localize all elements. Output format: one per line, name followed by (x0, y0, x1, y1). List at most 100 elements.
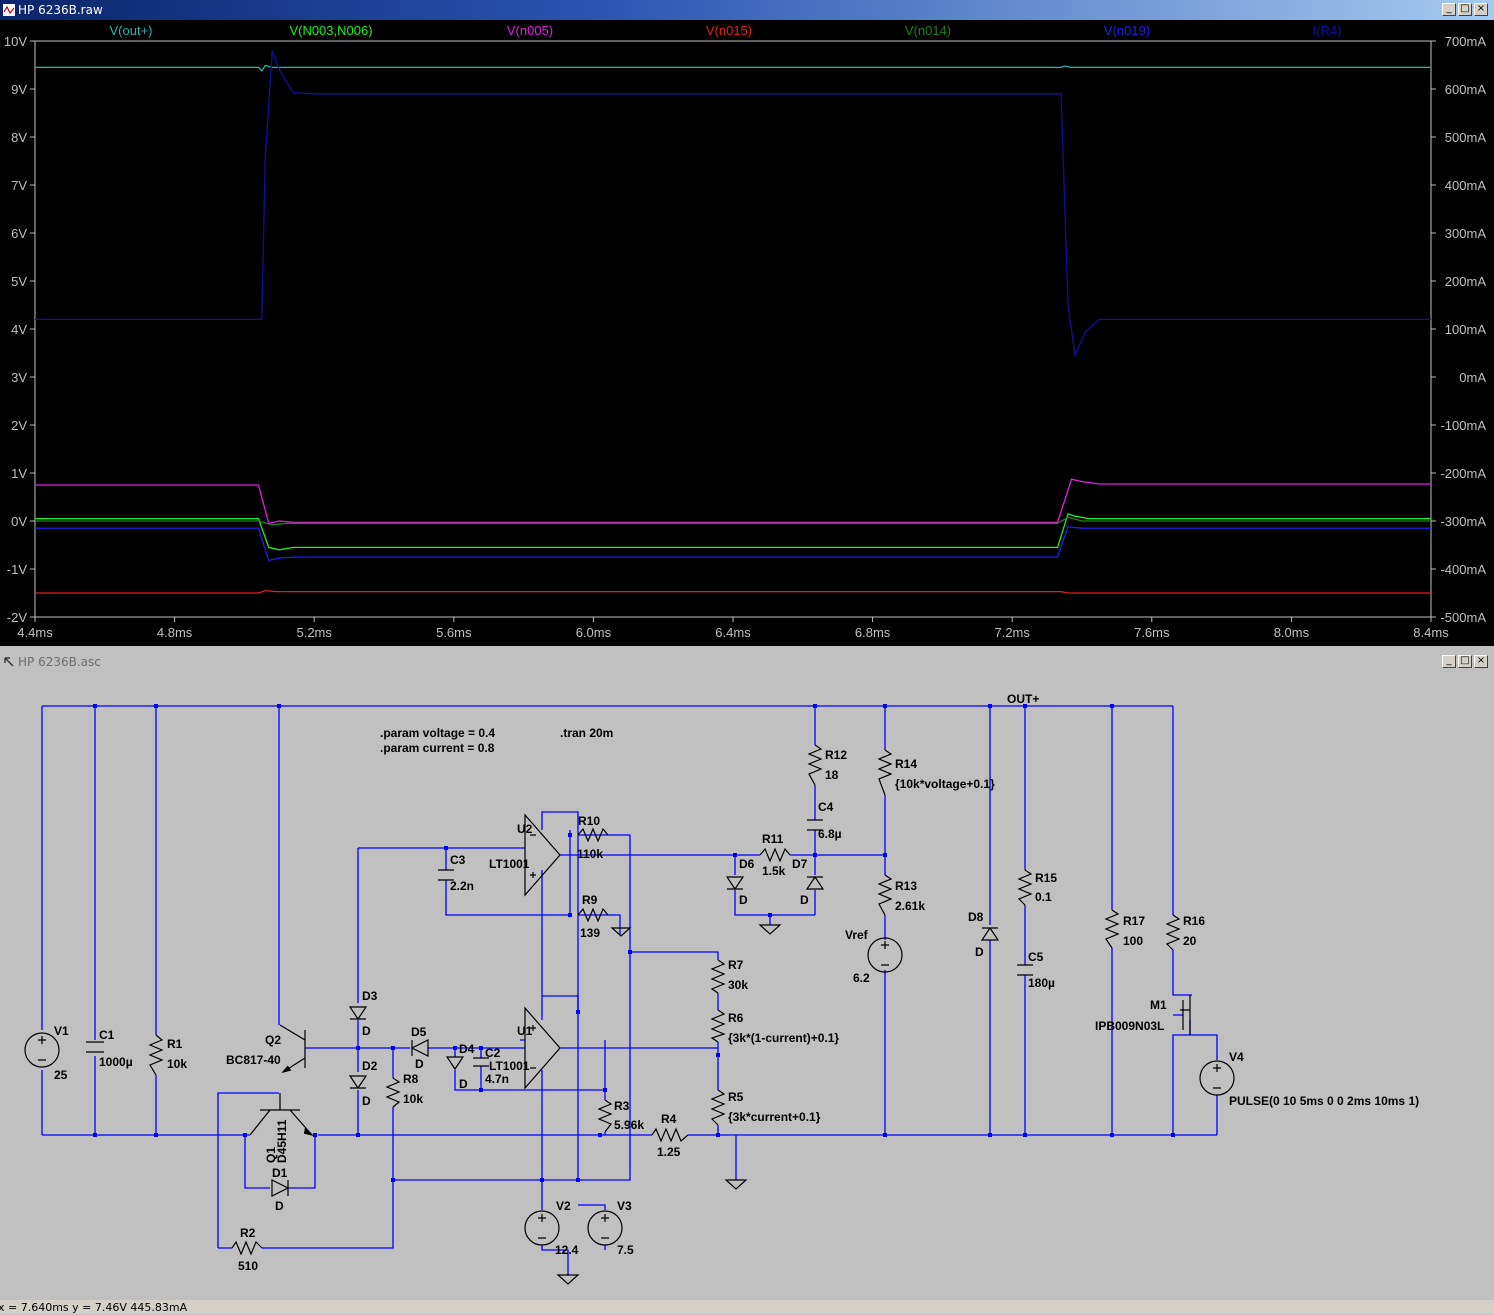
ref-r15[interactable]: R15 (1035, 871, 1057, 885)
param-current-directive[interactable]: .param current = 0.8 (380, 741, 495, 755)
ref-d3[interactable]: D3 (362, 989, 378, 1003)
ref-c1[interactable]: C1 (99, 1028, 115, 1042)
value-r6[interactable]: {3k*(1-current)+0.1} (728, 1031, 839, 1045)
legend-entry[interactable]: V(n015) (706, 23, 752, 38)
ref-q1[interactable]: Q1 (264, 1147, 278, 1163)
value-v1[interactable]: 25 (54, 1068, 68, 1082)
value-c3[interactable]: 2.2n (450, 879, 474, 893)
ref-c4[interactable]: C4 (818, 800, 834, 814)
ref-r5[interactable]: R5 (728, 1090, 744, 1104)
maximize-button[interactable]: □ (1458, 3, 1472, 16)
ref-d6[interactable]: D6 (739, 857, 755, 871)
value-q2[interactable]: BC817-40 (226, 1053, 281, 1067)
schematic-canvas[interactable]: .param voltage = 0.4.param current = 0.8… (0, 672, 1494, 1298)
trace-v-n003-n006-[interactable] (35, 512, 1431, 551)
value-r8[interactable]: 10k (403, 1092, 423, 1106)
minimize-button[interactable]: _ (1442, 655, 1456, 668)
ref-r16[interactable]: R16 (1183, 914, 1205, 928)
legend-entry[interactable]: I(R4) (1313, 23, 1342, 38)
ref-q2[interactable]: Q2 (265, 1033, 281, 1047)
value-r15[interactable]: 0.1 (1035, 890, 1052, 904)
value-v2[interactable]: 12.4 (555, 1243, 579, 1257)
legend-entry[interactable]: V(n014) (905, 23, 951, 38)
ref-r14[interactable]: R14 (895, 757, 917, 771)
value-d8[interactable]: D (975, 945, 984, 959)
ref-r13[interactable]: R13 (895, 879, 917, 893)
value-r12[interactable]: 18 (825, 768, 839, 782)
value-d7[interactable]: D (800, 893, 809, 907)
value-d6[interactable]: D (739, 893, 748, 907)
ref-r10[interactable]: R10 (578, 814, 600, 828)
ref-r9[interactable]: R9 (582, 893, 598, 907)
value-d1[interactable]: D (275, 1199, 284, 1213)
trace-v-n019-[interactable] (35, 526, 1431, 562)
ref-r2[interactable]: R2 (240, 1226, 256, 1240)
waveform-titlebar[interactable]: HP 6236B.raw _ □ × (0, 0, 1494, 20)
value-r3[interactable]: 5.96k (614, 1118, 644, 1132)
ref-v3[interactable]: V3 (617, 1199, 632, 1213)
ref-r6[interactable]: R6 (728, 1011, 744, 1025)
ref-c5[interactable]: C5 (1028, 950, 1044, 964)
value-r1[interactable]: 10k (167, 1057, 187, 1071)
ref-v4[interactable]: V4 (1229, 1050, 1244, 1064)
waveform-plot[interactable]: V(out+) V(N003,N006) V(n005) V(n015) V(n014)… (0, 20, 1494, 646)
ref-r17[interactable]: R17 (1123, 914, 1145, 928)
maximize-button[interactable]: □ (1458, 655, 1472, 668)
legend-entry[interactable]: V(out+) (110, 23, 153, 38)
ref-c3[interactable]: C3 (450, 853, 466, 867)
ref-v2[interactable]: V2 (556, 1199, 571, 1213)
ref-r8[interactable]: R8 (403, 1072, 419, 1086)
trace-v-out-[interactable] (35, 64, 1431, 72)
net-label-out-plus[interactable]: OUT+ (1007, 692, 1039, 706)
ref-r3[interactable]: R3 (614, 1099, 630, 1113)
ref-r7[interactable]: R7 (728, 958, 744, 972)
ref-d1[interactable]: D1 (272, 1166, 288, 1180)
value-r16[interactable]: 20 (1183, 934, 1197, 948)
trace-v-n015-[interactable] (35, 589, 1431, 594)
value-r9[interactable]: 139 (580, 926, 600, 940)
legend-entry[interactable]: V(N003,N006) (289, 23, 372, 38)
value-c5[interactable]: 180µ (1028, 976, 1055, 990)
ref-d5[interactable]: D5 (411, 1025, 427, 1039)
ref-r11[interactable]: R11 (762, 832, 784, 846)
value-r4[interactable]: 1.25 (657, 1145, 681, 1159)
trace-v-n005-[interactable] (35, 478, 1431, 525)
legend-entry[interactable]: V(n019) (1104, 23, 1150, 38)
ref-r12[interactable]: R12 (825, 748, 847, 762)
tran-directive[interactable]: .tran 20m (560, 726, 613, 740)
ref-m1[interactable]: M1 (1150, 998, 1167, 1012)
value-u2[interactable]: LT1001 (489, 857, 530, 871)
minimize-button[interactable]: _ (1442, 3, 1456, 16)
value-r13[interactable]: 2.61k (895, 899, 925, 913)
ref-r1[interactable]: R1 (167, 1037, 183, 1051)
value-r11[interactable]: 1.5k (762, 864, 786, 878)
value-c2[interactable]: 4.7n (485, 1072, 509, 1086)
ref-vref[interactable]: Vref (845, 928, 869, 942)
value-c4[interactable]: 6.8µ (818, 827, 842, 841)
value-r5[interactable]: {3k*current+0.1} (728, 1110, 821, 1124)
value-u1[interactable]: LT1001 (489, 1059, 530, 1073)
value-vref[interactable]: 6.2 (853, 971, 870, 985)
value-d2[interactable]: D (362, 1094, 371, 1108)
ref-d2[interactable]: D2 (362, 1059, 378, 1073)
close-button[interactable]: × (1474, 3, 1488, 16)
trace-v-n014-[interactable] (35, 516, 1431, 526)
value-v4[interactable]: PULSE(0 10 5ms 0 0 2ms 10ms 1) (1229, 1094, 1419, 1108)
value-m1[interactable]: IPB009N03L (1095, 1019, 1164, 1033)
value-r10[interactable]: 110k (577, 847, 603, 861)
ref-c2[interactable]: C2 (485, 1046, 501, 1060)
ref-d4[interactable]: D4 (459, 1042, 475, 1056)
ref-u2[interactable]: U2 (517, 822, 533, 836)
param-voltage-directive[interactable]: .param voltage = 0.4 (380, 726, 495, 740)
ref-d7[interactable]: D7 (792, 857, 808, 871)
value-r2[interactable]: 510 (238, 1259, 258, 1273)
value-r17[interactable]: 100 (1123, 934, 1143, 948)
value-r14[interactable]: {10k*voltage+0.1} (895, 777, 995, 791)
value-d4[interactable]: D (459, 1077, 468, 1091)
ref-v1[interactable]: V1 (54, 1024, 69, 1038)
value-r7[interactable]: 30k (728, 978, 748, 992)
value-v3[interactable]: 7.5 (617, 1243, 634, 1257)
value-c1[interactable]: 1000µ (99, 1055, 133, 1069)
legend-entry[interactable]: V(n005) (507, 23, 553, 38)
close-button[interactable]: × (1474, 655, 1488, 668)
